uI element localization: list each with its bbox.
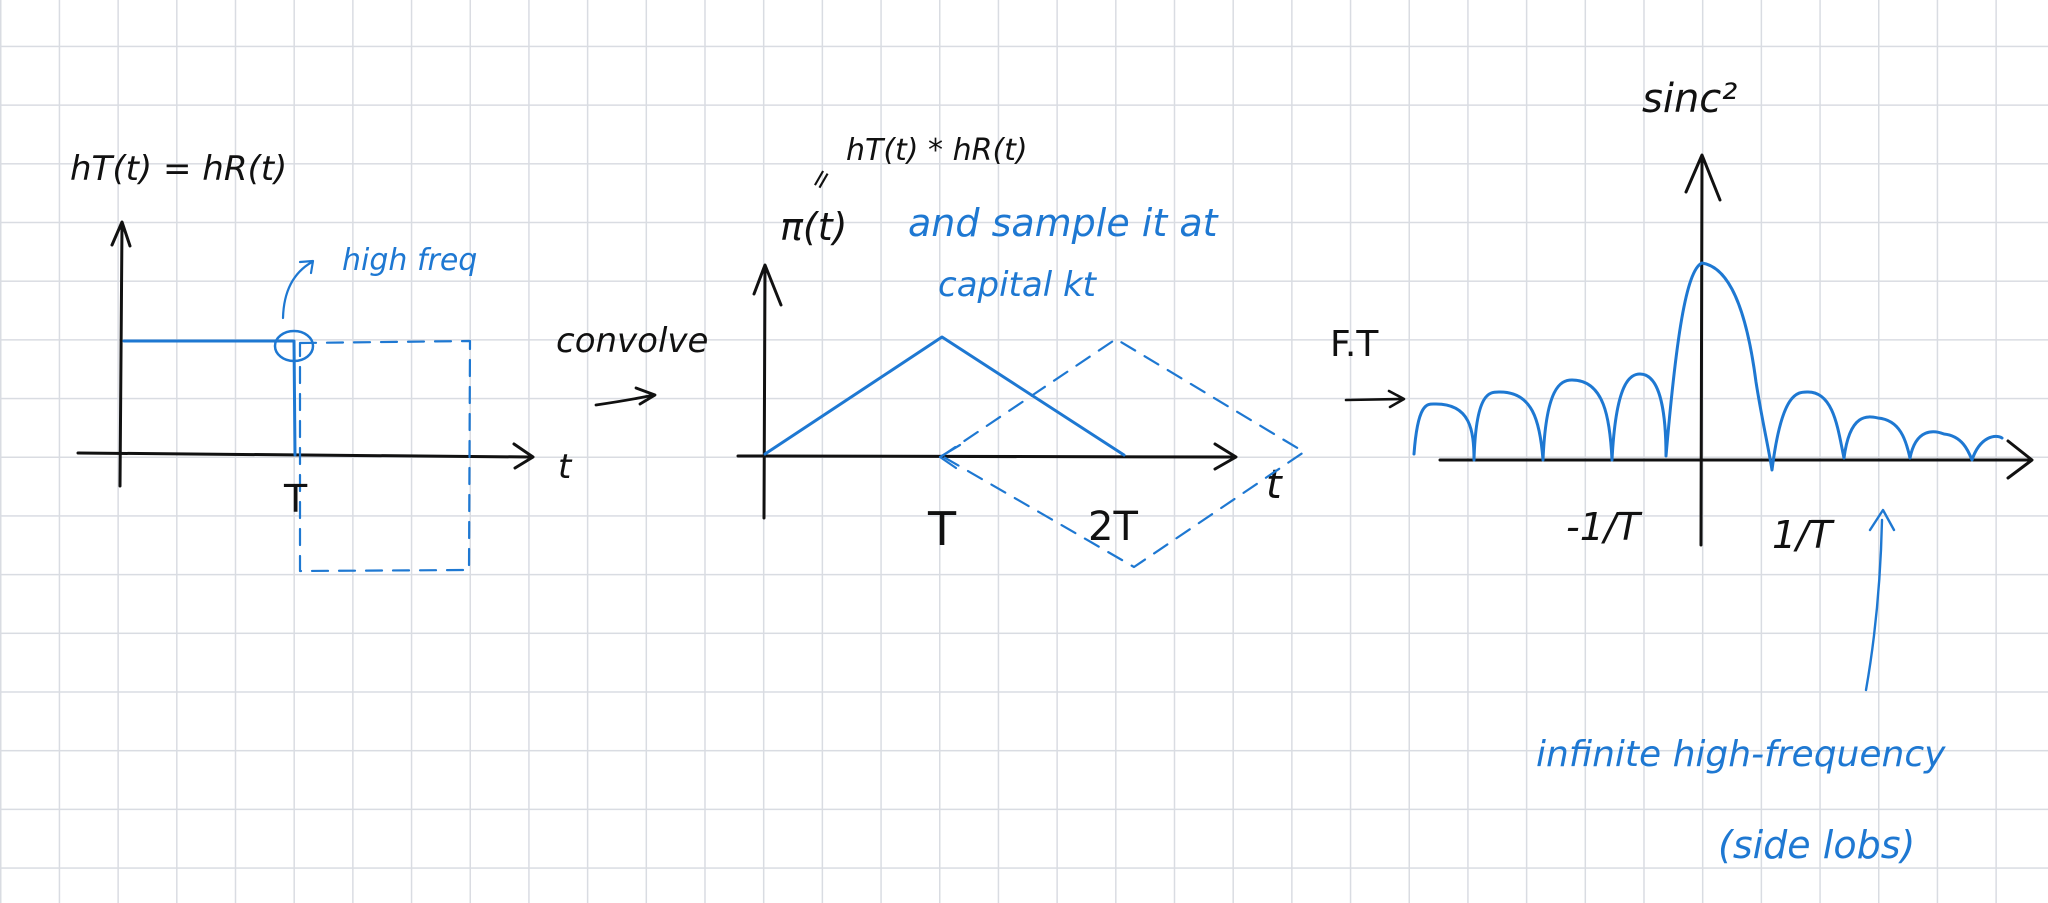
panel1-title: hT(t) = hR(t) — [70, 149, 287, 189]
panel3-sinc-curve — [1412, 261, 2004, 472]
panel3-tick-pos: 1/T — [1772, 513, 1835, 557]
panel2-triangle — [763, 335, 1126, 457]
panel2-y-axis — [752, 263, 783, 520]
panel3-title: sinc² — [1642, 76, 1737, 122]
panel1-annotation: high freq — [342, 243, 477, 278]
panel1-pulse — [122, 339, 297, 457]
panel2-annotation-line1: and sample it at — [908, 201, 1220, 245]
panel2-dashed-arrowhead — [938, 443, 962, 470]
panel2-title-left: π(t) — [780, 205, 847, 249]
panel2-annotation-line2: capital kt — [938, 265, 1098, 305]
operator-fourier: F.T — [1330, 324, 1406, 409]
panel-rect-pulse: hT(t) = hR(t) t high freq T — [70, 149, 573, 573]
panel1-dashed-pulse — [298, 339, 472, 573]
panel3-annotation-line2: (side lobs) — [1718, 823, 1915, 867]
fourier-label: F.T — [1330, 324, 1379, 365]
panel2-tick-2T: 2T — [1088, 504, 1138, 550]
panel3-annotation-line1: infinite high-frequency — [1536, 734, 1946, 775]
panel1-annotation-arrow — [281, 259, 315, 320]
panel1-tick-T: T — [283, 477, 308, 521]
panel-sinc-squared: sinc² -1/T 1/T infinite high-frequency (… — [1412, 76, 2034, 867]
panel3-f-axis — [1438, 439, 2034, 480]
panel2-title-equal: = — [803, 163, 840, 197]
panel2-axis-t-label: t — [1266, 462, 1283, 508]
panel3-y-axis — [1684, 153, 1722, 547]
panel1-y-axis — [110, 220, 132, 488]
fourier-arrow — [1344, 389, 1406, 409]
panel2-t-axis — [736, 442, 1238, 471]
panel2-title-top: hT(t) * hR(t) — [846, 133, 1028, 168]
panel2-tick-T: T — [927, 502, 957, 556]
panel1-t-axis — [76, 442, 535, 470]
panel3-tick-neg: -1/T — [1566, 505, 1643, 549]
panel2-dashed-diamond — [940, 337, 1306, 569]
panel-triangle: hT(t) * hR(t) = π(t) and sample it at ca… — [736, 133, 1306, 569]
convolve-label: convolve — [556, 321, 708, 361]
panel3-annotation-arrow — [1864, 508, 1896, 692]
panel1-edge-circle — [273, 329, 315, 363]
convolve-arrow — [594, 386, 657, 407]
panel1-axis-t-label: t — [558, 447, 573, 487]
operator-convolve: convolve — [556, 321, 708, 407]
